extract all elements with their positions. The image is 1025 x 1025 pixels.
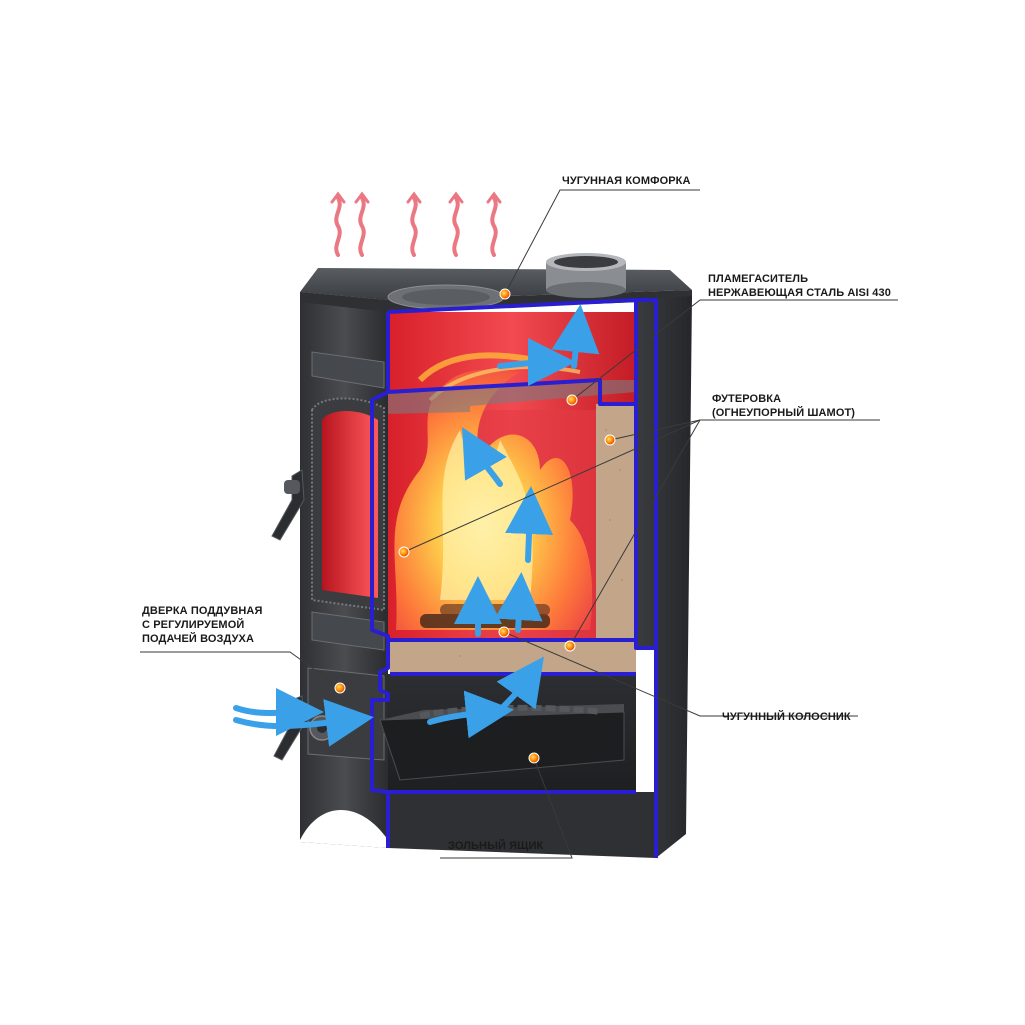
label-door-line1: ДВЕРКА ПОДДУВНАЯ [142,605,263,617]
label-lining-line2: (ОГНЕУПОРНЫЙ ШАМОТ) [712,407,856,419]
lining-marker-3 [564,640,576,652]
label-lining-line1: ФУТЕРОВКА [712,393,782,405]
stove-right-body [636,296,692,858]
label-baffle-line2: НЕРЖАВЕЮЩАЯ СТАЛЬ AISI 430 [708,287,891,299]
lining-marker-2 [604,434,616,446]
leader-lines [140,189,898,859]
grate-marker [498,626,510,638]
label-ash-box: ЗОЛЬНЫЙ ЯЩИК [448,839,543,853]
label-door-line2: С РЕГУЛИРУЕМОЙ [142,619,245,631]
label-grate-text: ЧУГУННЫЙ КОЛОСНИК [722,711,851,723]
label-baffle-line1: ПЛАМЕГАСИТЕЛЬ [708,273,809,285]
airflow-arrows [233,304,600,747]
label-ash-door: ДВЕРКА ПОДДУВНАЯ С РЕГУЛИРУЕМОЙ ПОДАЧЕЙ … [142,604,262,646]
cooktop-marker [499,288,511,300]
label-lining: ФУТЕРОВКА (ОГНЕУПОРНЫЙ ШАМОТ) [712,392,855,420]
label-door-line3: ПОДАЧЕЙ ВОЗДУХА [142,633,254,645]
label-cooktop: ЧУГУННАЯ КОМФОРКА [562,174,691,188]
ash-box-marker [528,752,540,764]
lining-marker-1 [398,546,410,558]
stove-top [300,253,692,312]
marker-dots [334,288,616,764]
door-marker [334,682,346,694]
label-grate: ЧУГУННЫЙ КОЛОСНИК [722,710,851,724]
baffle-marker [566,394,578,406]
label-baffle: ПЛАМЕГАСИТЕЛЬ НЕРЖАВЕЮЩАЯ СТАЛЬ AISI 430 [708,272,891,300]
label-cooktop-text: ЧУГУННАЯ КОМФОРКА [562,175,691,187]
heat-waves [330,191,502,257]
label-ash-box-text: ЗОЛЬНЫЙ ЯЩИК [448,840,544,852]
ash-pit [379,674,656,858]
